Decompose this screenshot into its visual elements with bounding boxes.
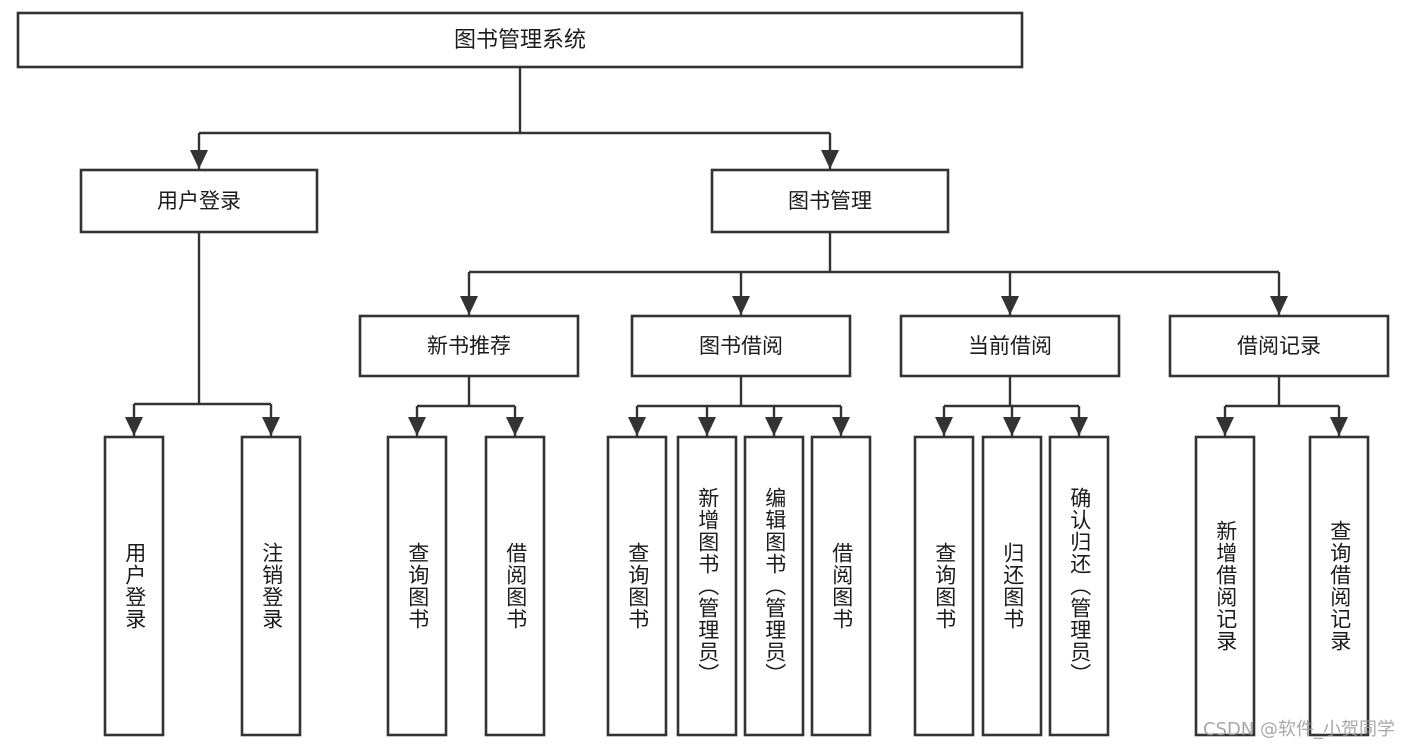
node-root-box[interactable] <box>16 11 1024 69</box>
node-level3-label-3: 借阅记录 <box>1237 334 1321 358</box>
edge-user-login-arrow-icon-1 <box>262 417 280 436</box>
node-leaf-box-7[interactable] <box>810 435 872 737</box>
node-leaf-box-5[interactable] <box>676 435 738 737</box>
edge-level3-1-arrow-icon-2 <box>765 417 783 436</box>
edge-root-arrow-icon-0 <box>190 150 208 169</box>
node-level3-box-0[interactable] <box>358 314 580 378</box>
node-leaf-box-4[interactable] <box>606 435 668 737</box>
connector-layer <box>125 67 1348 436</box>
edge-level3-1-arrow-icon-3 <box>832 417 850 436</box>
edge-level3-0-arrow-icon-1 <box>506 417 524 436</box>
node-leaf-box-9[interactable] <box>981 435 1043 737</box>
node-level3-box-3[interactable] <box>1168 314 1390 378</box>
edge-root-arrow-icon-1 <box>821 150 839 169</box>
edge-book-mgmt-arrow-icon-2 <box>1001 296 1019 315</box>
node-level3-label-2: 当前借阅 <box>968 334 1052 358</box>
node-level3-box-1[interactable] <box>630 314 852 378</box>
watermark-text: CSDN @软件_小贺同学 <box>1202 719 1395 740</box>
node-box-layer <box>16 11 1390 737</box>
edge-level3-2-arrow-icon-1 <box>1003 417 1021 436</box>
node-leaf-box-2[interactable] <box>386 435 448 737</box>
edge-book-mgmt-arrow-icon-3 <box>1270 296 1288 315</box>
node-leaf-box-1[interactable] <box>240 435 302 737</box>
node-leaf-box-11[interactable] <box>1194 435 1256 737</box>
edge-user-login-arrow-icon-0 <box>125 417 143 436</box>
node-leaf-box-8[interactable] <box>913 435 975 737</box>
node-level3-label-1: 图书借阅 <box>699 334 783 358</box>
node-leaf-box-10[interactable] <box>1048 435 1110 737</box>
node-level2-label-1: 图书管理 <box>788 189 872 213</box>
edge-level3-2-arrow-icon-2 <box>1070 417 1088 436</box>
edge-book-mgmt-arrow-icon-0 <box>460 296 478 315</box>
node-level2-box-1[interactable] <box>710 168 950 234</box>
node-level2-label-0: 用户登录 <box>157 189 241 213</box>
edge-level3-1-arrow-icon-1 <box>698 417 716 436</box>
node-leaf-box-6[interactable] <box>743 435 805 737</box>
node-leaf-box-0[interactable] <box>103 435 165 737</box>
edge-level3-2-arrow-icon-0 <box>935 417 953 436</box>
node-leaf-box-3[interactable] <box>484 435 546 737</box>
edge-level3-0-arrow-icon-0 <box>408 417 426 436</box>
edge-level3-3-arrow-icon-0 <box>1216 417 1234 436</box>
node-leaf-box-12[interactable] <box>1308 435 1370 737</box>
edge-level3-3-arrow-icon-1 <box>1330 417 1348 436</box>
node-level3-box-2[interactable] <box>899 314 1121 378</box>
node-level3-label-0: 新书推荐 <box>427 334 511 358</box>
edge-level3-1-arrow-icon-0 <box>628 417 646 436</box>
node-root-label: 图书管理系统 <box>454 28 586 53</box>
node-level2-box-0[interactable] <box>79 168 319 234</box>
edge-book-mgmt-arrow-icon-1 <box>732 296 750 315</box>
